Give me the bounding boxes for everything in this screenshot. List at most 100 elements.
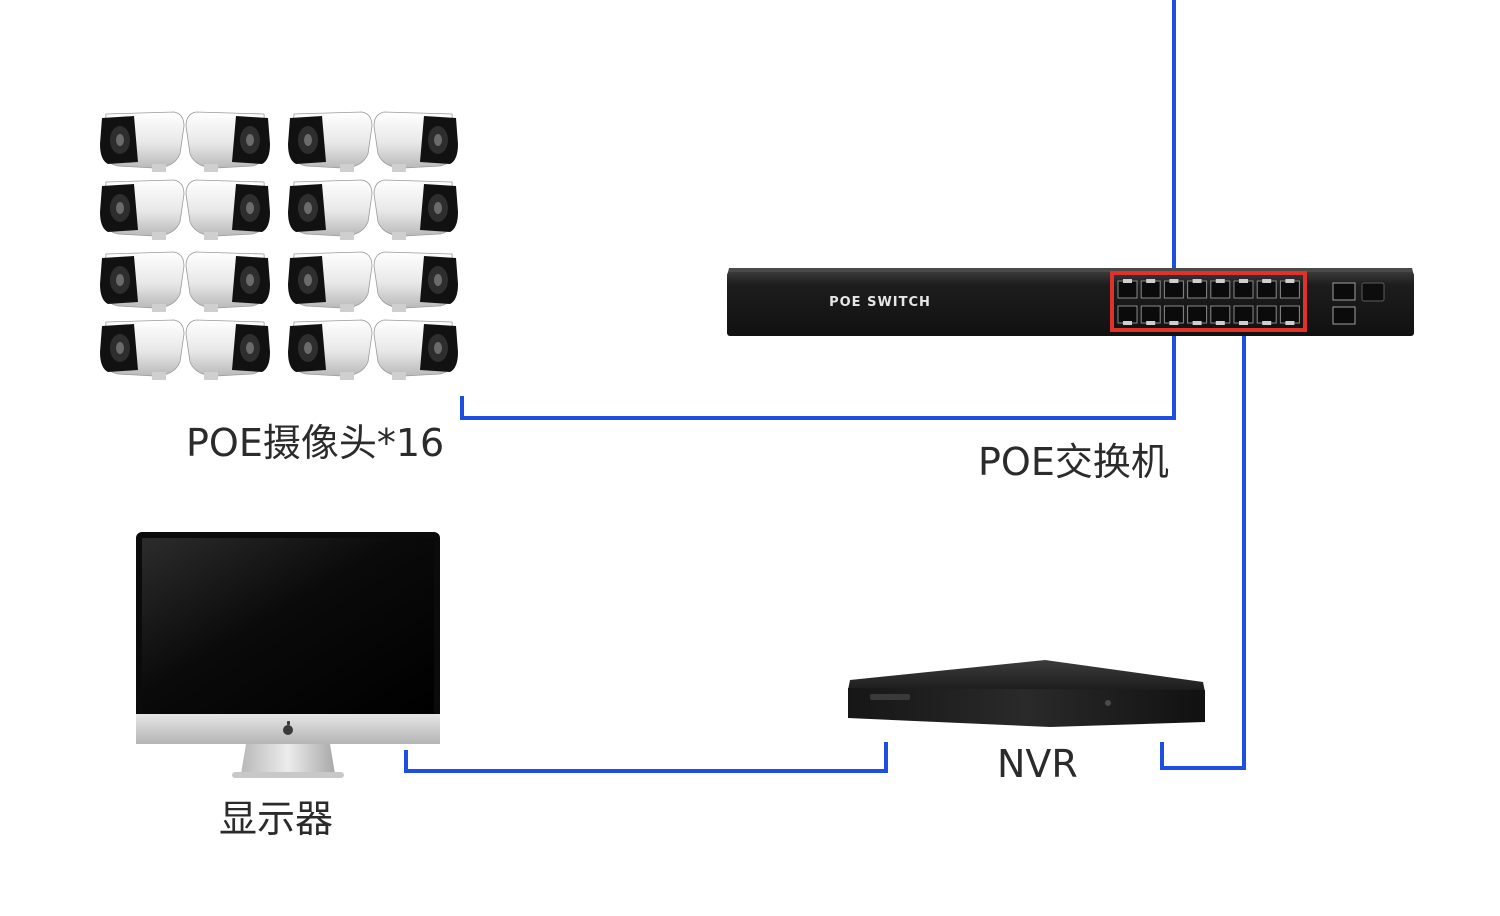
poe-port — [1141, 306, 1160, 323]
poe-port-clip — [1169, 279, 1178, 283]
poe-port — [1211, 281, 1230, 298]
camera-lens-glint — [246, 202, 254, 214]
poe-port-clip — [1262, 279, 1271, 283]
poe-port — [1257, 281, 1276, 298]
camera-lens-glint — [116, 342, 124, 354]
bullet-camera-icon — [100, 112, 184, 172]
camera-lens-glint — [116, 202, 124, 214]
camera-mount — [152, 372, 166, 380]
bullet-camera-icon — [186, 252, 270, 312]
nvr-power-led — [1105, 700, 1111, 706]
poe-port — [1211, 306, 1230, 323]
camera-lens-glint — [434, 342, 442, 354]
camera-lens-glint — [304, 134, 312, 146]
monitor-screen — [142, 538, 434, 714]
nvr-top-panel — [848, 660, 1205, 692]
poe-port — [1188, 281, 1207, 298]
poe-port — [1188, 306, 1207, 323]
poe-port — [1164, 306, 1183, 323]
poe-port-clip — [1239, 279, 1248, 283]
switch-label: POE交换机 — [978, 443, 1169, 481]
camera-mount — [392, 164, 406, 172]
nvr-front-panel — [848, 688, 1205, 727]
poe-port-clip — [1169, 321, 1178, 325]
poe-port-clip — [1193, 321, 1202, 325]
camera-lens-glint — [116, 274, 124, 286]
camera-group — [100, 112, 458, 380]
monitor-cable — [406, 742, 886, 771]
monitor-base — [232, 772, 344, 778]
camera-lens-glint — [304, 342, 312, 354]
nvr-label: NVR — [997, 745, 1078, 783]
camera-mount — [392, 372, 406, 380]
bullet-camera-icon — [100, 180, 184, 240]
camera-lens-glint — [116, 134, 124, 146]
poe-port-clip — [1123, 279, 1132, 283]
camera-mount — [204, 164, 218, 172]
bullet-camera-icon — [288, 252, 372, 312]
camera-mount — [152, 304, 166, 312]
monitor-label: 显示器 — [219, 800, 333, 838]
monitor-stand — [241, 744, 335, 774]
camera-mount — [152, 164, 166, 172]
nvr-recorder-icon — [848, 660, 1205, 727]
uplink-port — [1333, 283, 1355, 300]
poe-port-clip — [1193, 279, 1202, 283]
camera-mount — [204, 304, 218, 312]
poe-port-clip — [1285, 321, 1294, 325]
bullet-camera-icon — [374, 252, 458, 312]
bullet-camera-icon — [288, 320, 372, 380]
camera-lens-glint — [434, 134, 442, 146]
poe-port-clip — [1146, 321, 1155, 325]
camera-lens-glint — [246, 274, 254, 286]
bullet-camera-icon — [288, 112, 372, 172]
poe-port-clip — [1123, 321, 1132, 325]
camera-lens-glint — [246, 134, 254, 146]
poe-port — [1280, 306, 1299, 323]
bullet-camera-icon — [100, 320, 184, 380]
poe-port — [1118, 281, 1137, 298]
poe-port-clip — [1216, 279, 1225, 283]
poe-port-clip — [1285, 279, 1294, 283]
camera-mount — [340, 372, 354, 380]
camera-lens-glint — [246, 342, 254, 354]
bullet-camera-icon — [374, 320, 458, 380]
cameras-label: POE摄像头*16 — [186, 424, 444, 462]
camera-mount — [152, 232, 166, 240]
bullet-camera-icon — [186, 112, 270, 172]
camera-mount — [340, 304, 354, 312]
camera-mount — [340, 164, 354, 172]
poe-port-clip — [1216, 321, 1225, 325]
switch-brand-text: POE SWITCH — [829, 295, 931, 310]
camera-lens-glint — [304, 274, 312, 286]
poe-port — [1257, 306, 1276, 323]
network-cables — [406, 0, 1244, 771]
desktop-monitor-icon — [136, 532, 440, 778]
poe-port-clip — [1239, 321, 1248, 325]
nvr-vent — [870, 694, 910, 700]
poe-port — [1234, 281, 1253, 298]
poe-port — [1141, 281, 1160, 298]
bullet-camera-icon — [288, 180, 372, 240]
camera-mount — [204, 372, 218, 380]
bullet-camera-icon — [100, 252, 184, 312]
poe-port-clip — [1262, 321, 1271, 325]
bullet-camera-icon — [186, 320, 270, 380]
camera-lens-glint — [434, 274, 442, 286]
uplink-port — [1333, 307, 1355, 324]
camera-mount — [392, 232, 406, 240]
poe-port — [1164, 281, 1183, 298]
camera-mount — [340, 232, 354, 240]
poe-switch-icon: POE SWITCH — [727, 268, 1414, 336]
bullet-camera-icon — [186, 180, 270, 240]
poe-port-clip — [1146, 279, 1155, 283]
poe-port — [1280, 281, 1299, 298]
bullet-camera-icon — [374, 180, 458, 240]
bullet-camera-icon — [374, 112, 458, 172]
poe-port — [1234, 306, 1253, 323]
camera-lens-glint — [434, 202, 442, 214]
sfp-slot-icon — [1362, 283, 1384, 301]
camera-lens-glint — [304, 202, 312, 214]
poe-port — [1118, 306, 1137, 323]
